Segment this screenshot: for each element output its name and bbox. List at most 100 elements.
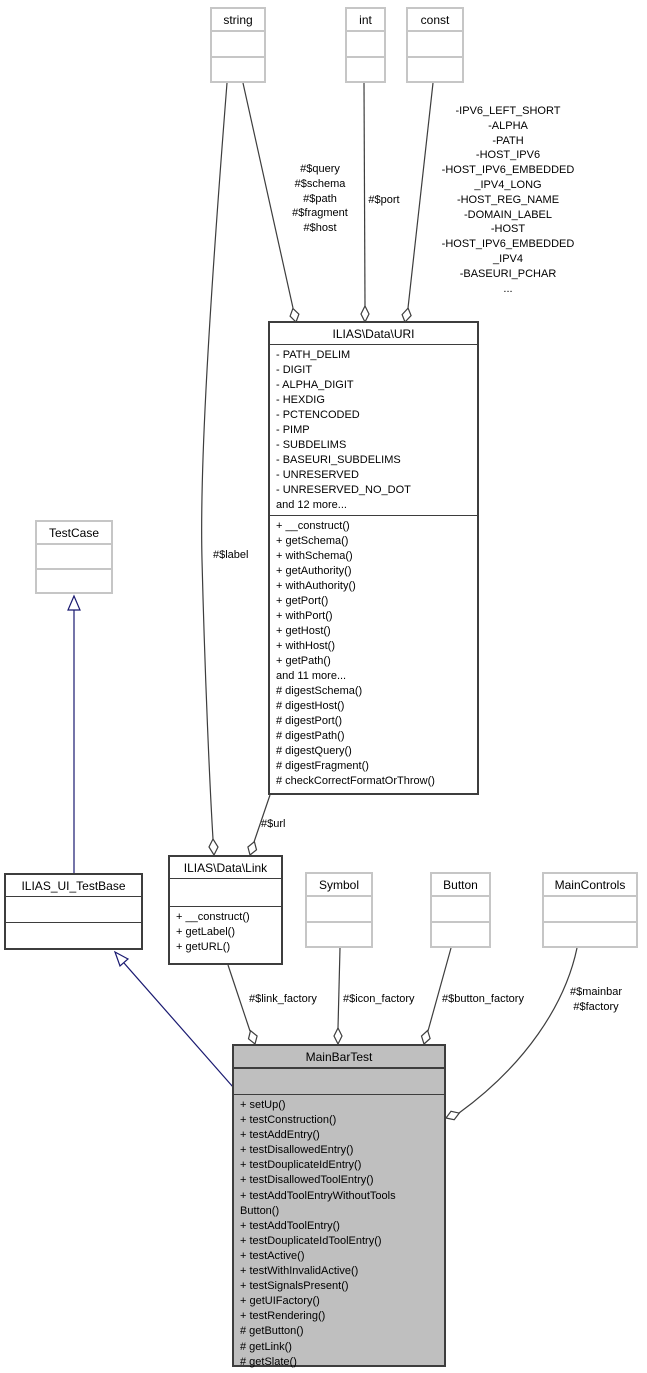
- attribute-row: - PATH_DELIM: [276, 349, 351, 361]
- class-node-button[interactable]: Button: [430, 872, 491, 948]
- aggregation-diamond: [360, 304, 370, 324]
- method-row: + getUIFactory(): [240, 1295, 320, 1308]
- method-row: + __construct(): [276, 520, 350, 532]
- edge-symbol-to-mainbartest: [337, 947, 341, 1029]
- method-row: + testDouplicateIdEntry(): [240, 1159, 362, 1172]
- method-row: + testRendering(): [240, 1310, 326, 1323]
- method-row: + getPort(): [276, 595, 329, 607]
- aggregation-diamond: [289, 307, 300, 324]
- method-row: + testAddEntry(): [240, 1129, 320, 1142]
- method-row: # getLink(): [240, 1340, 292, 1353]
- method-row: + setUp(): [240, 1099, 286, 1111]
- attribute-row: - DIGIT: [276, 364, 313, 376]
- method-row: # digestHost(): [276, 700, 345, 712]
- method-row: + withHost(): [276, 640, 335, 652]
- method-row: + getPath(): [276, 655, 331, 667]
- attribute-row: - HEXDIG: [276, 394, 325, 406]
- class-title: MainBarTest: [234, 1046, 444, 1068]
- edge-label-uri-to-link: #$url: [261, 818, 286, 830]
- attributes-compartment: [212, 30, 264, 56]
- method-row: + testActive(): [240, 1249, 305, 1262]
- attributes-compartment: [37, 543, 111, 568]
- attributes-compartment: [6, 896, 141, 922]
- method-row: + testWithInvalidActive(): [240, 1265, 359, 1278]
- class-node-const[interactable]: const: [406, 7, 464, 83]
- edge-button-to-mainbartest: [427, 947, 452, 1032]
- method-row: and 11 more...: [276, 670, 347, 682]
- method-row: + getAuthority(): [276, 565, 352, 577]
- aggregation-diamond: [247, 840, 258, 857]
- class-title: ILIAS\Data\URI: [332, 327, 415, 341]
- class-title: ILIAS\Data\Link: [183, 861, 268, 875]
- aggregation-diamond: [333, 1026, 343, 1046]
- class-title: Button: [443, 878, 478, 892]
- class-node-symbol[interactable]: Symbol: [305, 872, 373, 948]
- aggregation-diamond: [444, 1110, 461, 1121]
- methods-compartment: + __construct() + getLabel() + getURL(): [170, 906, 281, 963]
- method-row: # digestSchema(): [276, 685, 363, 697]
- class-node-link[interactable]: ILIAS\Data\Link + __construct() + getLabe…: [168, 855, 283, 965]
- attribute-row: - PIMP: [276, 424, 310, 436]
- aggregation-diamond: [208, 837, 219, 857]
- aggregation-diamond: [247, 1029, 258, 1046]
- aggregation-diamond: [401, 306, 412, 324]
- class-node-maincontrols[interactable]: MainControls: [542, 872, 638, 948]
- methods-compartment: [6, 922, 141, 948]
- method-row: + testConstruction(): [240, 1114, 337, 1127]
- edge-label-int-to-uri: #$port: [368, 194, 400, 206]
- edge-label-string-to-link: #$label: [213, 549, 249, 561]
- inheritance-arrow: [67, 594, 81, 611]
- method-row: # digestQuery(): [276, 745, 352, 757]
- class-title: TestCase: [48, 526, 100, 540]
- method-row: # digestFragment(): [276, 760, 369, 772]
- edge-mainbartest-to-testbase: [123, 962, 234, 1088]
- methods-compartment: [432, 920, 489, 947]
- method-row: # getButton(): [240, 1325, 304, 1338]
- attributes-compartment: [432, 895, 489, 921]
- method-row: + getLabel(): [176, 926, 236, 938]
- method-row: + getSchema(): [276, 535, 349, 547]
- attribute-row: - BASEURI_SUBDELIMS: [276, 454, 401, 466]
- methods-compartment: [307, 920, 371, 947]
- class-title: int: [359, 13, 372, 27]
- method-row: + getHost(): [276, 625, 331, 637]
- class-node-testcase[interactable]: TestCase: [35, 520, 113, 594]
- method-row: + testDisallowedToolEntry(): [240, 1174, 374, 1187]
- edge-string-to-link: [201, 82, 228, 840]
- class-node-testbase[interactable]: ILIAS_UI_TestBase: [4, 873, 143, 950]
- method-row: # checkCorrectFormatOrThrow(): [276, 775, 435, 787]
- attribute-row: - UNRESERVED: [276, 469, 359, 481]
- edge-link-to-mainbartest: [227, 964, 251, 1032]
- edge-label-string-to-uri: #$query #$schema #$path #$fragment #$hos…: [292, 163, 348, 235]
- attributes-compartment: [307, 895, 371, 921]
- methods-compartment: [347, 55, 384, 82]
- edge-label-const-to-uri: -IPV6_LEFT_SHORT -ALPHA -PATH -HOST_IPV6…: [441, 105, 575, 295]
- edge-label-button-to-mainbartest: #$button_factory: [442, 993, 524, 1005]
- method-row: + getURL(): [176, 941, 231, 953]
- class-node-string[interactable]: string: [210, 7, 266, 83]
- method-row: + testDisallowedEntry(): [240, 1144, 354, 1157]
- class-node-int[interactable]: int: [345, 7, 386, 83]
- attribute-row: - ALPHA_DIGIT: [276, 379, 354, 391]
- methods-compartment: + setUp() + testConstruction() + testAddEn…: [234, 1094, 444, 1372]
- class-title: ILIAS_UI_TestBase: [21, 879, 126, 893]
- attribute-row: - UNRESERVED_NO_DOT: [276, 484, 411, 496]
- attributes-compartment: [544, 895, 636, 921]
- edge-label-symbol-to-mainbartest: #$icon_factory: [343, 993, 415, 1005]
- methods-compartment: [212, 55, 264, 82]
- edge-label-maincontrols-to-mainbartest: #$mainbar #$factory: [570, 986, 622, 1013]
- attribute-row: - SUBDELIMS: [276, 439, 347, 451]
- method-row: + withAuthority(): [276, 580, 356, 592]
- method-row: + testAddToolEntryWithoutTools Button(): [240, 1189, 396, 1217]
- edge-label-link-to-mainbartest: #$link_factory: [249, 993, 317, 1005]
- class-node-mainbartest[interactable]: MainBarTest + setUp() + testConstruction(…: [232, 1044, 446, 1368]
- method-row: + withSchema(): [276, 550, 353, 562]
- edge-maincontrols-to-mainbartest: [458, 947, 578, 1114]
- class-title: string: [223, 13, 253, 27]
- method-row: + __construct(): [176, 911, 250, 923]
- class-node-uri[interactable]: ILIAS\Data\URI - PATH_DELIM - DIGIT - ALPH…: [268, 321, 479, 795]
- inheritance-arrow: [113, 950, 130, 968]
- method-row: # getSlate(): [240, 1355, 297, 1368]
- methods-compartment: [544, 920, 636, 947]
